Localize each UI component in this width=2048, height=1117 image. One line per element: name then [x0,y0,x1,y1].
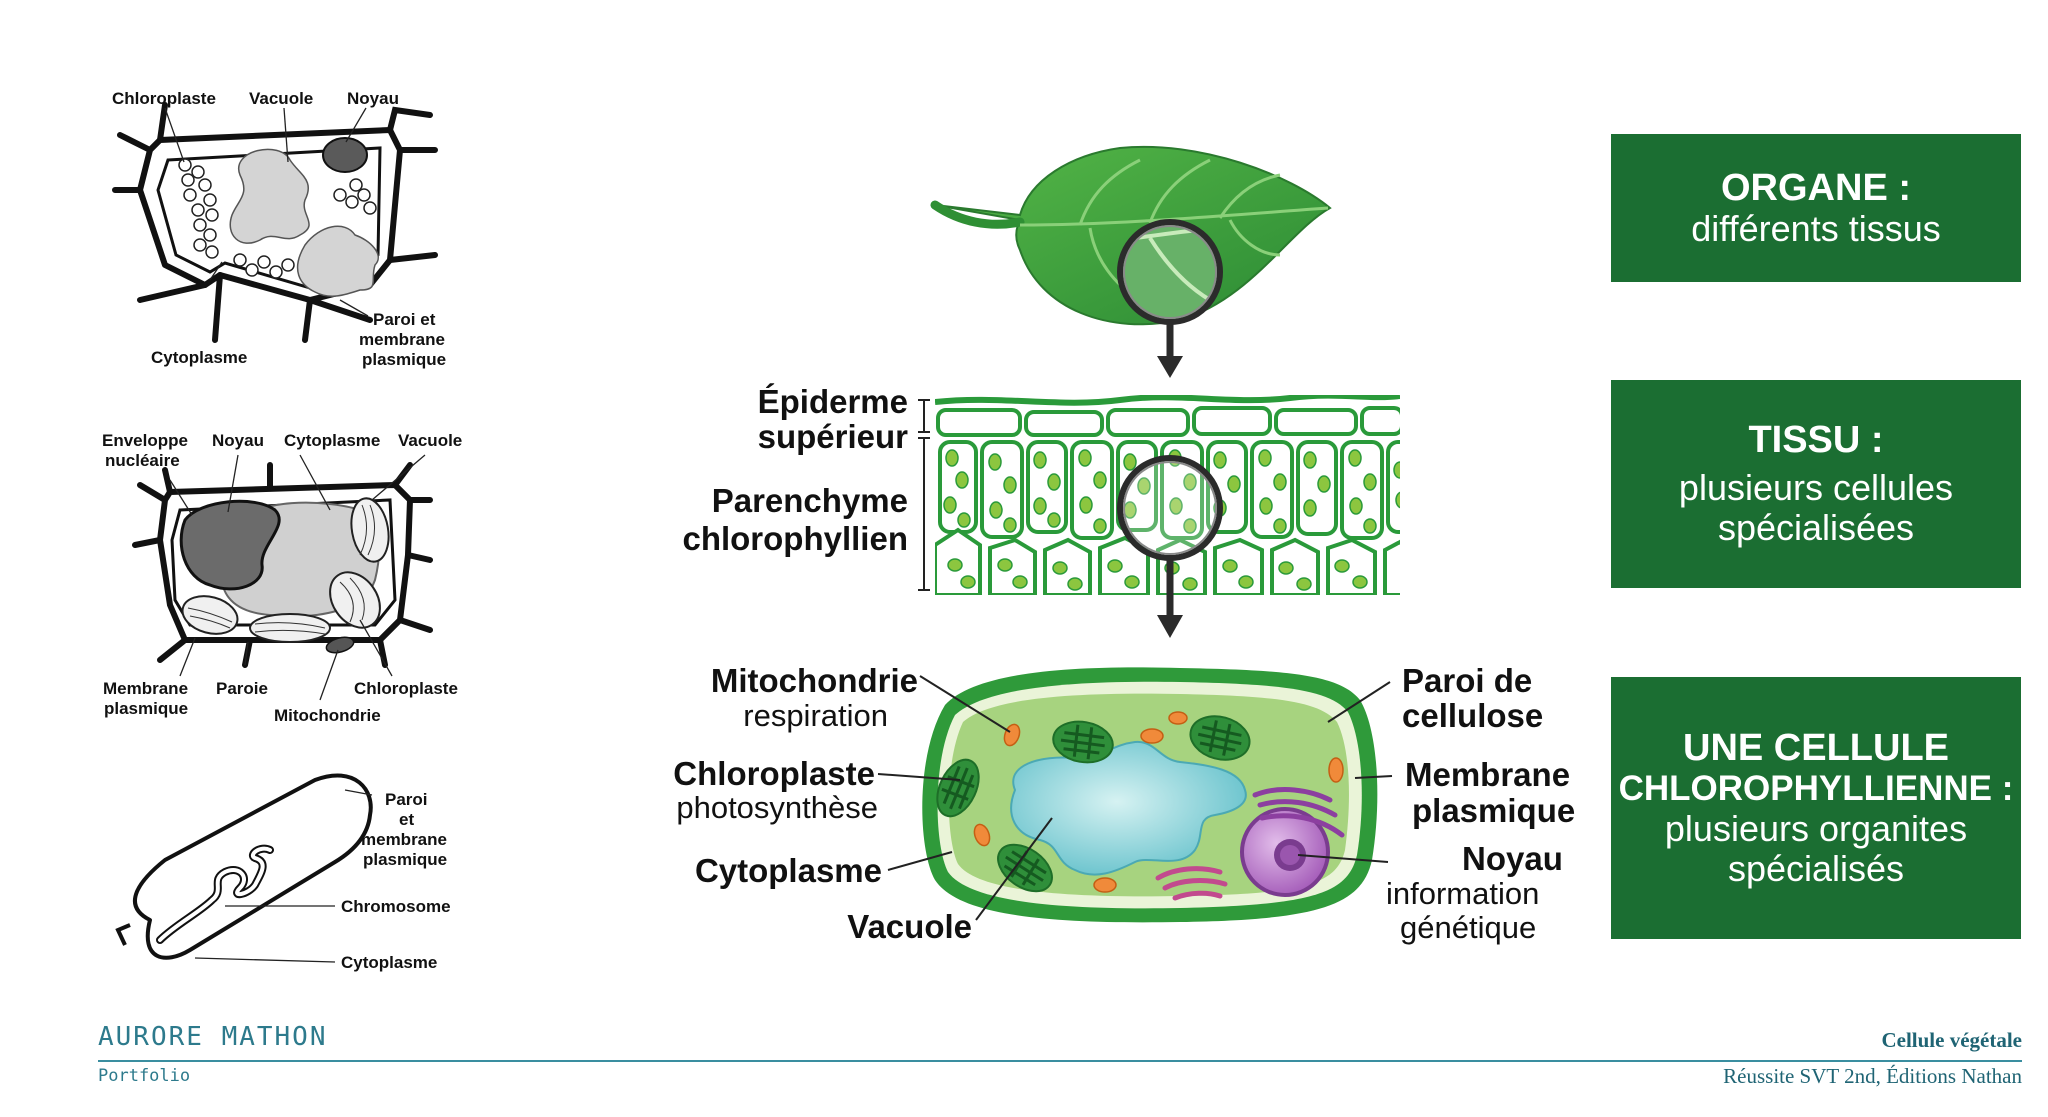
label-epiderme-a: Épiderme [758,383,908,420]
label-membrane-a: Membrane [1405,756,1570,793]
footer-title: Cellule végétale [1881,1028,2022,1052]
label-cytoplasme-2: Cytoplasme [284,431,380,450]
label-parenchyme-a: Parenchyme [712,482,908,519]
label-cytoplasme-1: Cytoplasme [151,348,247,367]
label-paroi-1c: plasmique [362,350,446,369]
chlorophyll-cell [922,667,1378,923]
label-paroi-b: cellulose [1402,697,1543,734]
label-membrane-2a: Membrane [103,679,188,698]
label-mitochondrie-role: respiration [743,698,888,733]
cellule-title-2: CHLOROPHYLLIENNE : [1618,769,2014,809]
label-paroi-1b: membrane [359,330,445,349]
magnifier-leaf [1117,219,1223,378]
label-noyau-role-a: information [1386,876,1539,911]
label-chloroplaste-2: Chloroplaste [354,679,458,698]
portfolio-label: Portfolio [98,1066,191,1086]
label-chloroplaste: Chloroplaste [673,755,875,792]
label-paroi-3a: Paroi [385,790,428,809]
label-paroi-3d: plasmique [363,850,447,869]
label-paroi-a: Paroi de [1402,662,1532,699]
label-mitochondrie-2: Mitochondrie [274,706,381,725]
tissu-box: TISSU : plusieurs cellules spécialisées [1611,380,2021,588]
label-epiderme-b: supérieur [758,418,909,455]
label-mitochondrie: Mitochondrie [711,662,918,699]
cell-chloroplasts [936,715,1251,893]
label-vacuole: Vacuole [847,908,972,945]
cellule-box: UNE CELLULE CHLOROPHYLLIENNE : plusieurs… [1611,677,2021,939]
label-noyau-role-b: génétique [1400,910,1536,945]
label-chloroplaste-1: Chloroplaste [112,89,216,108]
bacterial-cell-diagram [115,773,373,963]
label-chromosome-3: Chromosome [341,897,451,916]
label-paroie-2: Paroie [216,679,268,698]
label-cytoplasme-3: Cytoplasme [341,953,437,972]
footer-divider [98,1060,2022,1062]
label-vacuole-1: Vacuole [249,89,313,108]
label-chloroplaste-role: photosynthèse [676,790,878,825]
label-membrane-b: plasmique [1412,792,1575,829]
label-parenchyme-b: chlorophyllien [682,520,908,557]
label-noyau: Noyau [1462,840,1563,877]
label-membrane-2b: plasmique [104,699,188,718]
cellule-title-1: UNE CELLULE [1683,726,1949,769]
label-paroi-3c: membrane [361,830,447,849]
plant-cell-diagram-1 [112,102,438,343]
label-paroi-1a: Paroi et [373,310,436,329]
organe-text: différents tissus [1691,208,1941,250]
label-enveloppe-a: Enveloppe [102,431,188,450]
tissu-text-2: spécialisées [1717,507,1915,549]
label-noyau-2: Noyau [212,431,264,450]
label-paroi-3b: et [399,810,414,829]
leaf-tissue-section [918,395,1400,595]
plant-cell-diagram-2 [132,454,433,701]
label-vacuole-2: Vacuole [398,431,462,450]
tissu-title: TISSU : [1748,419,1884,462]
label-noyau-1: Noyau [347,89,399,108]
organe-box: ORGANE : différents tissus [1611,134,2021,282]
label-enveloppe-b: nucléaire [105,451,180,470]
tissu-text-1: plusieurs cellules [1678,466,1954,508]
author-name: AURORE MATHON [98,1022,328,1052]
cellule-text-2: spécialisés [1727,847,1905,889]
label-cytoplasme: Cytoplasme [695,852,882,889]
cellule-text-1: plusieurs organites [1664,807,1968,849]
magnifier-tissue [1117,455,1223,638]
footer-subtitle: Réussite SVT 2nd, Éditions Nathan [1723,1064,2022,1088]
cell-mitochondria [973,711,1344,893]
organe-title: ORGANE : [1721,166,1911,209]
